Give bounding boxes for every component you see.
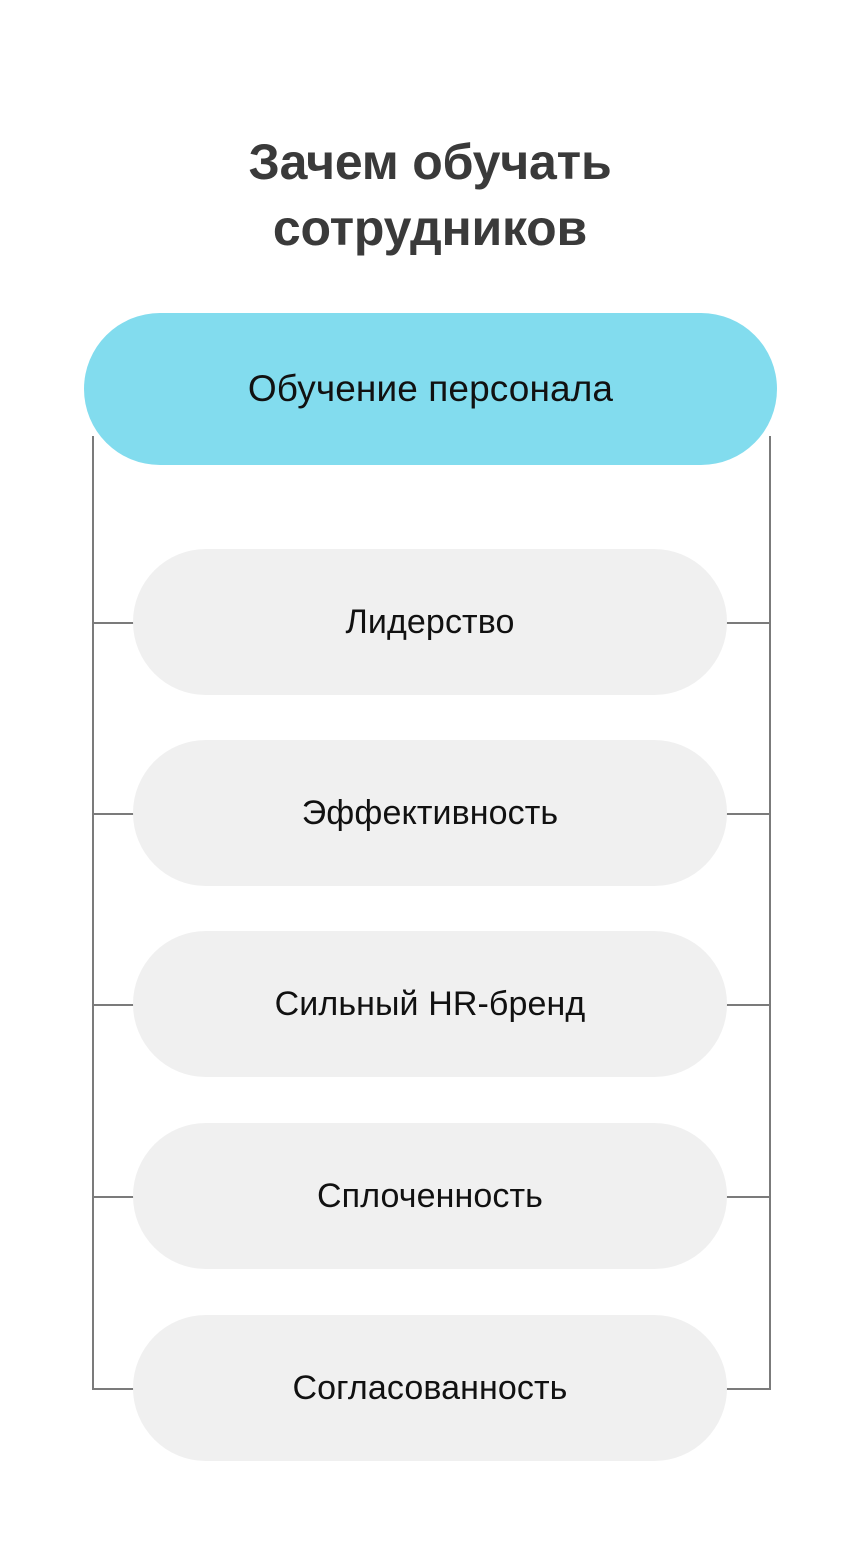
connector-stub-left-1 <box>92 622 137 624</box>
tree-child-node-4[interactable]: Сплоченность <box>133 1123 727 1269</box>
connector-stub-right-3 <box>723 1004 771 1006</box>
tree-child-node-2[interactable]: Эффективность <box>133 740 727 886</box>
connector-stub-right-1 <box>723 622 771 624</box>
connector-rail-right <box>769 436 771 1389</box>
tree-child-node-5[interactable]: Согласованность <box>133 1315 727 1461</box>
connector-stub-left-3 <box>92 1004 137 1006</box>
tree-child-node-3[interactable]: Сильный HR-бренд <box>133 931 727 1077</box>
tree-child-node-label-4: Сплоченность <box>317 1176 543 1215</box>
tree-root-node[interactable]: Обучение персонала <box>84 313 777 465</box>
connector-stub-right-5 <box>723 1388 771 1390</box>
tree-child-node-1[interactable]: Лидерство <box>133 549 727 695</box>
connector-stub-left-2 <box>92 813 137 815</box>
page-title: Зачем обучать сотрудников <box>248 133 612 256</box>
tree-child-node-label-1: Лидерство <box>345 602 515 641</box>
tree-child-node-label-3: Сильный HR-бренд <box>274 984 586 1023</box>
connector-stub-right-4 <box>723 1196 771 1198</box>
connector-rail-left <box>92 436 94 1389</box>
connector-stub-left-5 <box>92 1388 137 1390</box>
tree-child-node-label-2: Эффективность <box>301 793 559 832</box>
connector-stub-left-4 <box>92 1196 137 1198</box>
connector-stub-right-2 <box>723 813 771 815</box>
tree-root-node-label: Обучение персонала <box>247 368 614 409</box>
tree-child-node-label-5: Согласованность <box>292 1368 568 1407</box>
